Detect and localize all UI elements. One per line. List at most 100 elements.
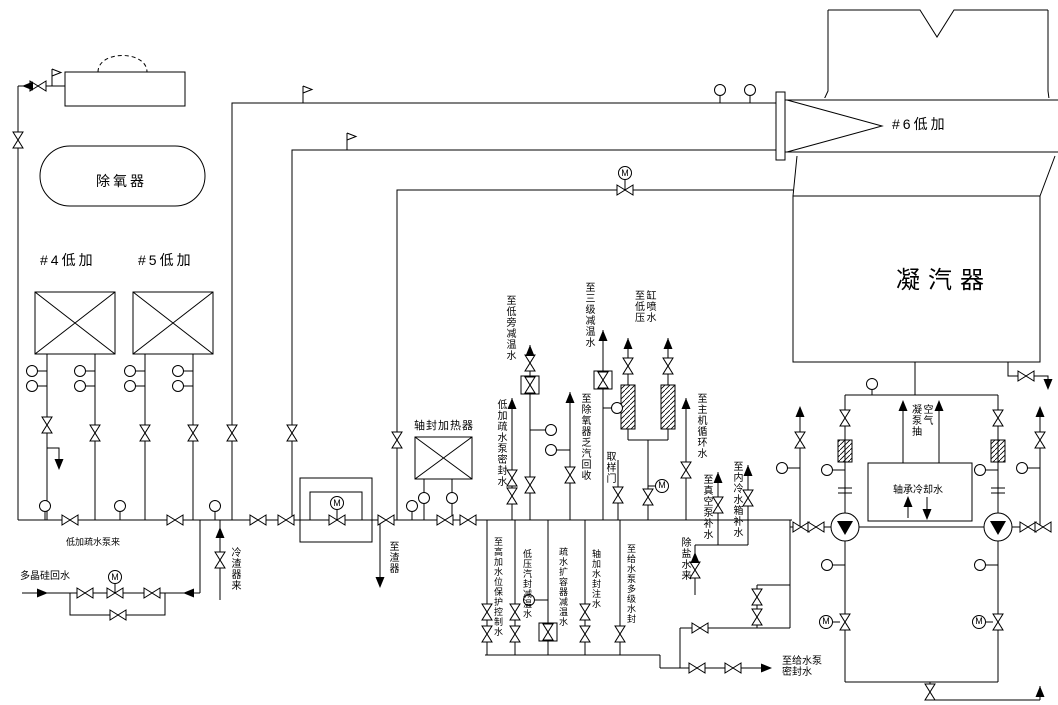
label-gland-heater: 轴封加热器	[414, 420, 474, 432]
motor-letter: M	[111, 572, 119, 582]
motor-valve-icon	[839, 613, 851, 631]
valve-icon	[166, 514, 184, 526]
pipes-air-extraction	[902, 403, 940, 463]
valve-icon	[286, 424, 298, 442]
pipes-pump-discharge	[844, 541, 1041, 701]
instrument-icon	[74, 365, 86, 377]
valve-icon	[214, 551, 226, 569]
valve-icon	[712, 496, 724, 514]
valve-icon	[564, 466, 576, 484]
instrument-icon	[114, 500, 126, 512]
motor-valve-icon	[992, 613, 1004, 631]
label-to-feed-pump-seal: 至给水泵 密封水	[782, 656, 822, 679]
label-to-feed-pump-multistage-seal: 至给水泵多级水封	[626, 544, 636, 624]
label-sampling-valve: 取样门	[604, 451, 615, 484]
valve-icon	[187, 424, 199, 442]
valve-icon	[249, 514, 267, 526]
instrument-icon	[418, 492, 430, 504]
instrument-stems	[38, 96, 1040, 623]
condenser-shell	[792, 195, 1041, 363]
pipes-polysilicon	[22, 520, 201, 616]
pump-impeller-icon	[837, 521, 853, 535]
instrument-icon	[172, 365, 184, 377]
label-pump-air-extraction: 凝泵抽空气	[909, 404, 933, 437]
valve-icon	[506, 487, 518, 505]
valve-icon	[1034, 431, 1046, 449]
pipe-station-bypass	[309, 491, 363, 520]
valve-icon	[1034, 521, 1052, 533]
label-to-main-circ-water: 至主机循环水	[695, 393, 706, 459]
valve-icon	[509, 625, 521, 643]
valve-icon	[751, 588, 763, 606]
valve-icon	[12, 131, 24, 149]
instrument-icon	[446, 492, 458, 504]
valve-icon	[41, 416, 53, 434]
gland-heater-shell	[414, 436, 473, 480]
label-to-internal-cooling-makeup: 至内冷水箱补水	[731, 461, 742, 538]
label-flash-tank-spray: 疏水扩容器减温水	[558, 547, 568, 627]
instrument-icon	[974, 559, 986, 571]
label-bearing-cooling: 轴承冷却水	[893, 485, 943, 496]
valve-icon	[680, 461, 692, 479]
heater4-tubes	[34, 291, 116, 355]
valve-icon	[277, 514, 295, 526]
instrument-icon	[821, 464, 833, 476]
boxed-valve-icon	[593, 370, 613, 390]
label-lp-drain-pump-seal: 低加疏水泵密封水	[495, 399, 506, 487]
instrument-icon	[611, 402, 623, 414]
label-from-lp-drain-pump: 低加疏水泵来	[66, 537, 121, 547]
flow-arrow-icon	[598, 330, 608, 341]
bearing-cooling-box	[867, 462, 973, 522]
flow-arrow-icon	[375, 577, 385, 588]
valve-icon	[724, 662, 742, 674]
instrument-icon	[124, 380, 136, 392]
suction-strainer	[837, 439, 853, 463]
valve-icon	[622, 357, 634, 375]
flow-arrow-icon	[681, 398, 691, 409]
valve-icon	[524, 476, 536, 494]
instrument-icon	[545, 444, 557, 456]
flow-arrow-icon	[743, 465, 753, 476]
valve-icon	[1019, 521, 1037, 533]
pipes-to-heater6	[231, 102, 776, 520]
flow-arrow-icon	[1035, 406, 1045, 417]
instrument-icon	[744, 84, 756, 96]
valve-icon	[436, 514, 454, 526]
label-to-slag-cooler: 至渣器	[387, 541, 398, 574]
pipes-bottom-cluster	[485, 520, 770, 669]
flow-arrow-icon	[507, 398, 517, 409]
flow-arrow-icon	[623, 338, 633, 349]
flow-arrow-icon	[22, 81, 33, 91]
instrument-icon	[39, 500, 51, 512]
pipe-recirc	[396, 189, 793, 520]
label-to-stage3-spray: 至三级减温水	[583, 282, 594, 348]
pipes-seal-network	[679, 520, 791, 668]
label-condenser: 凝汽器	[896, 267, 992, 294]
label-to-hp-heater-level-control: 至高加水位保护控制水	[493, 537, 503, 637]
valve-icon	[109, 609, 127, 621]
instrument-icon	[545, 424, 557, 436]
vent-flag-icon	[302, 85, 313, 104]
valve-icon	[924, 683, 936, 701]
heater5-tubes	[132, 291, 214, 355]
control-station-box	[299, 477, 373, 543]
label-heater6: #6低加	[892, 116, 948, 132]
valve-icon	[839, 409, 851, 427]
heater4-shell	[34, 291, 116, 355]
flow-arrow-icon	[761, 663, 772, 673]
heater6-shell	[785, 99, 1058, 153]
boxed-valve-icon	[520, 375, 540, 395]
valve-icon	[89, 424, 101, 442]
valve-icon	[579, 625, 591, 643]
valve-icon	[143, 587, 161, 599]
valve-icon	[579, 603, 591, 621]
valve-icon	[792, 521, 810, 533]
valve-icon	[226, 424, 238, 442]
flow-arrow-icon	[37, 588, 48, 598]
pipe-condenser-vent	[1007, 362, 1049, 384]
valve-icon	[751, 608, 763, 626]
valve-icon	[481, 625, 493, 643]
valve-icon	[794, 431, 806, 449]
label-deaerator: 除氧器	[96, 173, 147, 189]
motor-letter: M	[621, 168, 629, 178]
